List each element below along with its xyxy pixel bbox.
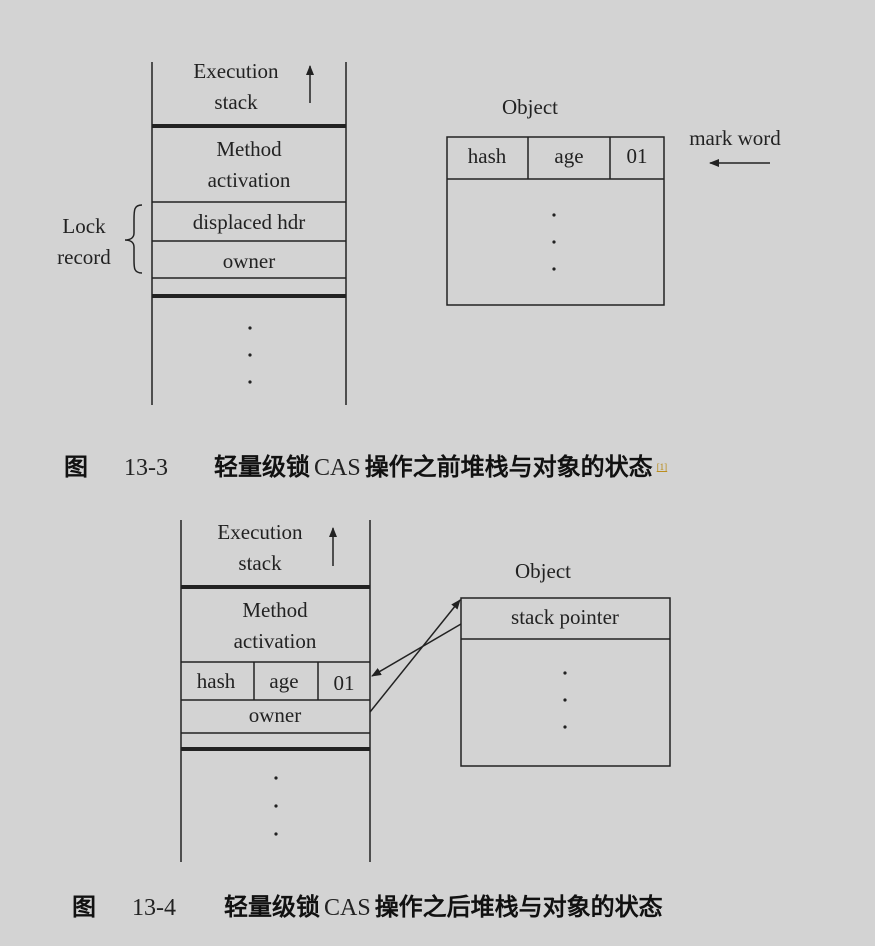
execution-label-line1: Execution bbox=[217, 520, 303, 544]
figure-caption-13-4: 图 13-4 轻量级锁 CAS 操作之后堆栈与对象的状态 bbox=[72, 893, 663, 921]
execution-label-line2: stack bbox=[238, 551, 282, 575]
method-label-line1: Method bbox=[216, 137, 282, 161]
execution-label-line2: stack bbox=[214, 90, 258, 114]
object-2: Object stack pointer bbox=[460, 559, 671, 767]
stack-pointer-label: stack pointer bbox=[511, 605, 619, 629]
field-hash: hash bbox=[197, 669, 236, 693]
owner-to-object-arrow-icon bbox=[369, 599, 461, 713]
field-age: age bbox=[554, 144, 583, 168]
ellipsis-dots bbox=[274, 776, 278, 836]
field-hash: hash bbox=[468, 144, 507, 168]
object-title: Object bbox=[502, 95, 558, 119]
field-lock-bits: 01 bbox=[334, 671, 355, 695]
owner-label: owner bbox=[249, 703, 301, 727]
curly-brace-icon bbox=[124, 204, 143, 274]
method-label-line2: activation bbox=[208, 168, 291, 192]
execution-stack-1: Execution stack Method activation displa… bbox=[151, 59, 347, 405]
object-title: Object bbox=[515, 559, 571, 583]
method-label-line2: activation bbox=[234, 629, 317, 653]
ellipsis-dots bbox=[248, 326, 252, 384]
object-1: Object hash age 01 mark word bbox=[446, 95, 781, 306]
execution-stack-2: Execution stack Method activation hash a… bbox=[180, 520, 371, 862]
object-box bbox=[460, 597, 671, 767]
object-box bbox=[446, 136, 665, 306]
field-age: age bbox=[269, 669, 298, 693]
pointer-to-displaced-header-arrow-icon bbox=[371, 623, 462, 677]
displaced-hdr-label: displaced hdr bbox=[193, 210, 306, 234]
ellipsis-dots bbox=[563, 671, 567, 729]
figure-caption-13-3: 图 13-3 轻量级锁 CAS 操作之前堆栈与对象的状态 [1] bbox=[64, 453, 667, 481]
mark-word-label: mark word bbox=[689, 126, 781, 150]
method-label-line1: Method bbox=[242, 598, 308, 622]
lock-label-line1: Lock bbox=[62, 214, 106, 238]
lock-record-annotation: Lock record bbox=[57, 204, 143, 274]
execution-label-line1: Execution bbox=[193, 59, 279, 83]
figure-13-3: Execution stack Method activation displa… bbox=[57, 59, 781, 481]
ellipsis-dots bbox=[552, 213, 556, 271]
figure-13-4: Execution stack Method activation hash a… bbox=[72, 520, 671, 921]
field-lock-bits: 01 bbox=[627, 144, 648, 168]
lock-label-line2: record bbox=[57, 245, 111, 269]
owner-label: owner bbox=[223, 249, 275, 273]
